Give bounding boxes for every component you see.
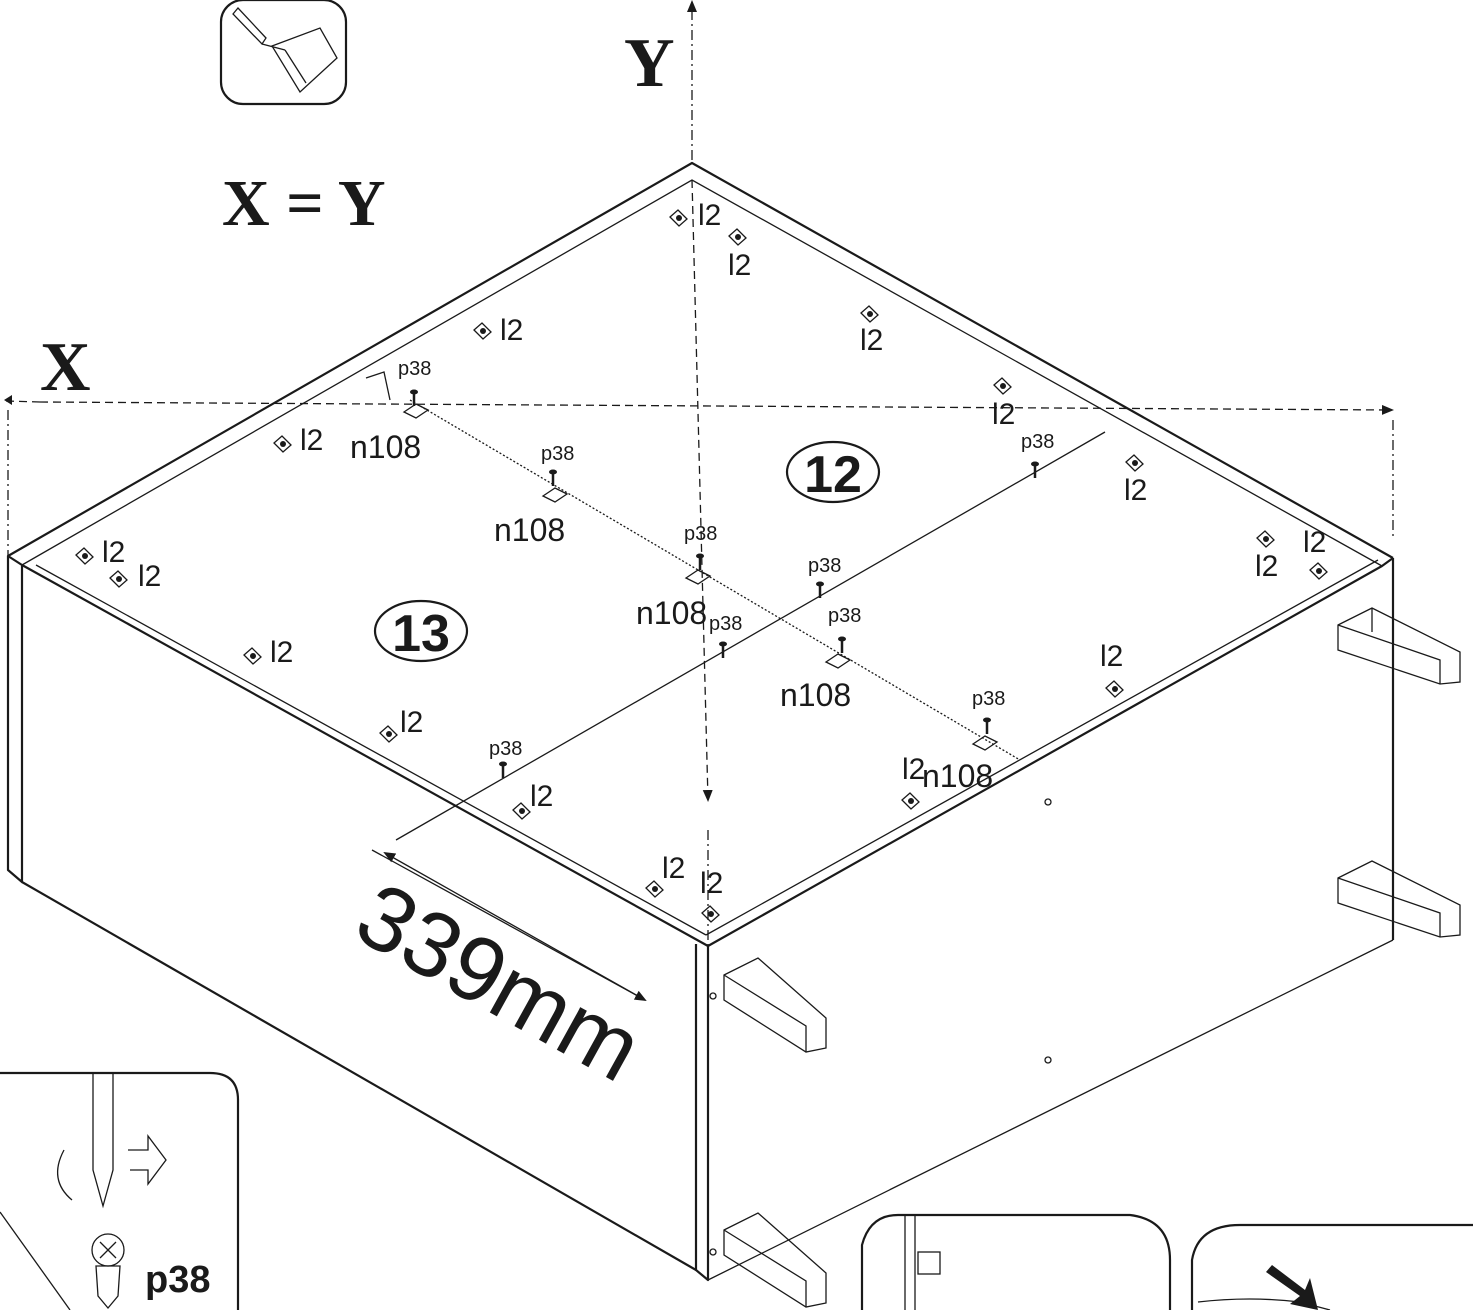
- screw-callout-label: p38: [145, 1259, 210, 1301]
- screw-icon: [1031, 461, 1039, 478]
- cam-lock-icon: [473, 322, 492, 340]
- part-label-l2: l2: [698, 199, 721, 232]
- part-label-n108: n108: [780, 677, 851, 713]
- part-label-l2: l2: [138, 560, 161, 593]
- dimension-label: 339mm: [340, 863, 658, 1101]
- press-arrow-icon: [1190, 1223, 1473, 1310]
- screw-icon: [696, 553, 704, 570]
- part-label-n108: n108: [636, 595, 707, 631]
- cam-lock-icon: [669, 209, 688, 227]
- part-label-l2: l2: [902, 753, 925, 786]
- part-label-l2: l2: [662, 852, 685, 885]
- part-label-l2: l2: [530, 780, 553, 813]
- cam-lock-icon: [901, 792, 920, 810]
- equation-label: X = Y: [222, 167, 386, 240]
- cam-lock-icon: [1309, 562, 1328, 580]
- part-label-p38: p38: [541, 443, 574, 465]
- part-label-p38: p38: [972, 688, 1005, 710]
- screw-icon: [549, 469, 557, 486]
- part-label-p38: p38: [709, 613, 742, 635]
- axis-y-label: Y: [624, 25, 675, 102]
- connector-plate-icon: [402, 403, 430, 419]
- panel-13-badge: 13: [373, 599, 469, 663]
- axis-x-label: X: [40, 329, 91, 406]
- cam-lock-icon: [993, 377, 1012, 395]
- cam-lock-icon: [1125, 454, 1144, 472]
- screw-icon: [91, 1233, 125, 1310]
- part-label-n108: n108: [922, 758, 993, 794]
- part-label-l2: l2: [700, 867, 723, 900]
- part-label-l2: l2: [1124, 474, 1147, 507]
- diagonal-y: [687, 0, 713, 950]
- part-label-n108: n108: [350, 429, 421, 465]
- bracket-leg-icon: [723, 607, 1461, 1308]
- dimension-arrow: [371, 849, 647, 1001]
- screw-icon: [838, 636, 846, 653]
- cam-lock-icon: [379, 725, 398, 743]
- part-label-l2: l2: [860, 324, 883, 357]
- part-label-p38: p38: [1021, 431, 1054, 453]
- cam-lock-icon: [701, 905, 720, 923]
- part-label-n108: n108: [494, 512, 565, 548]
- cam-lock-icon: [1256, 530, 1275, 548]
- panel-12-badge: 12: [785, 440, 881, 504]
- cam-lock-icon: [728, 228, 747, 246]
- cam-lock-icon: [243, 647, 262, 665]
- cabinet-body: [6, 161, 1395, 1282]
- cam-lock-icon: [273, 435, 292, 453]
- connector-plate-icon: [541, 487, 569, 503]
- part-label-p38: p38: [489, 738, 522, 760]
- connector-plate-icon: [684, 569, 712, 585]
- part-label-p38: p38: [398, 358, 431, 380]
- part-label-p38: p38: [808, 555, 841, 577]
- part-label-p38: p38: [684, 523, 717, 545]
- part-label-l2: l2: [1100, 640, 1123, 673]
- part-label-l2: l2: [1255, 550, 1278, 583]
- diagonal-x: [4, 395, 1394, 556]
- connector-plate-icon: [971, 735, 999, 751]
- screw-icon: [410, 389, 418, 406]
- part-label-l2: l2: [102, 536, 125, 569]
- part-label-l2: l2: [728, 249, 751, 282]
- cam-lock-icon: [512, 802, 531, 820]
- cam-lock-icon: [109, 570, 128, 588]
- cam-lock-icon: [645, 880, 664, 898]
- screw-icon: [499, 761, 507, 778]
- cam-lock-icon: [1105, 680, 1124, 698]
- screw-icon: [719, 641, 727, 658]
- svg-text:13: 13: [392, 605, 450, 663]
- part-label-l2: l2: [400, 706, 423, 739]
- svg-text:12: 12: [804, 446, 862, 504]
- part-label-p38: p38: [828, 605, 861, 627]
- connector-plate-icon: [824, 653, 852, 669]
- part-label-l2: l2: [270, 636, 293, 669]
- screw-icon: [983, 717, 991, 734]
- part-label-l2: l2: [500, 314, 523, 347]
- part-label-l2: l2: [300, 424, 323, 457]
- cam-lock-icon: [75, 547, 94, 565]
- screw-icon: [816, 581, 824, 598]
- part-label-l2: l2: [1303, 526, 1326, 559]
- dustpan-icon: [219, 0, 348, 106]
- part-label-l2: l2: [992, 398, 1015, 431]
- cam-lock-icon: [860, 305, 879, 323]
- cam-lock-detail: [860, 1213, 1172, 1310]
- screwdriver-rotate-icon: [0, 1071, 240, 1310]
